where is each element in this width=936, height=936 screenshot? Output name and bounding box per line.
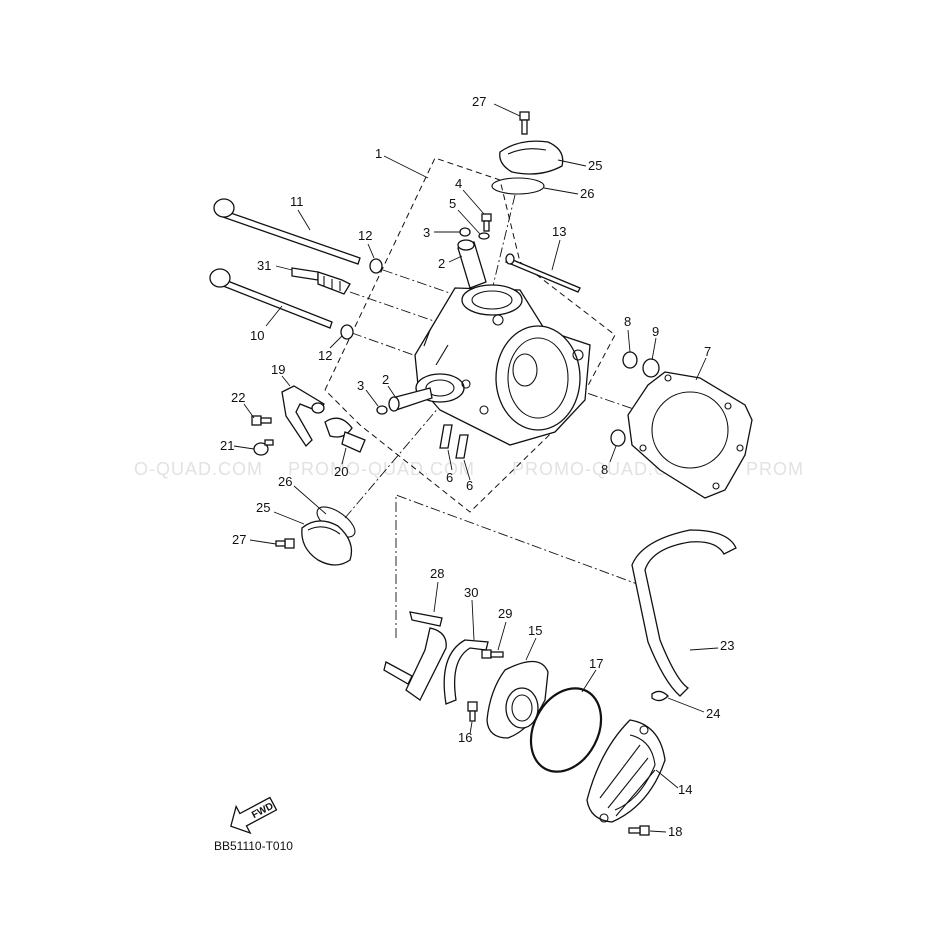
cylinder-head-assy — [414, 284, 591, 446]
callout-label: 27 — [232, 532, 246, 547]
callout-label: 26 — [580, 186, 594, 201]
spark-plug — [291, 267, 351, 295]
callout-label: 25 — [588, 158, 602, 173]
callout-label: 8 — [601, 462, 608, 477]
callout-label: 12 — [358, 228, 372, 243]
callout-label: 7 — [704, 344, 711, 359]
bolt-bracket — [251, 415, 272, 426]
dowel-pin-upper — [622, 351, 638, 369]
pipe-upper — [457, 239, 487, 289]
cap-bolt-lower — [275, 538, 295, 549]
bolt-guide — [481, 649, 504, 659]
pipe-lower — [388, 387, 433, 412]
callout-label: 13 — [552, 224, 566, 239]
callout-label: 6 — [446, 470, 453, 485]
callout-label: 18 — [668, 824, 682, 839]
fwd-label: FWD — [250, 801, 275, 821]
callout-label: 26 — [278, 474, 292, 489]
tappet-cover-top — [499, 140, 564, 175]
callout-label: 6 — [466, 478, 473, 493]
stud-long-lower — [209, 268, 333, 329]
washer-upper — [369, 258, 383, 274]
callout-label: 21 — [220, 438, 234, 453]
callout-label: 16 — [458, 730, 472, 745]
o-ring-top — [491, 177, 545, 195]
watermark-segment: PROM — [746, 459, 804, 479]
leader-lines — [233, 103, 719, 833]
fwd-badge: FWD — [230, 796, 278, 835]
stud-long-upper — [213, 198, 361, 265]
bolt-cover — [467, 701, 478, 722]
callout-label: 15 — [528, 623, 542, 638]
stud-short-left — [439, 424, 453, 449]
bolt-side-cover — [628, 825, 650, 836]
callout-label: 24 — [706, 706, 720, 721]
callout-label: 25 — [256, 500, 270, 515]
document-code: BB51110-T010 — [214, 839, 293, 853]
callout-label: 1 — [375, 146, 382, 161]
cylinder-head-gasket — [627, 371, 753, 499]
plug-lower — [376, 405, 388, 415]
callout-label: 30 — [464, 585, 478, 600]
watermark-segment: PROMO-QUAD.COM — [288, 459, 475, 479]
assembly-boundary — [324, 157, 616, 513]
stud-bolt — [505, 253, 581, 293]
callout-label: 14 — [678, 782, 692, 797]
bolt-small — [481, 213, 492, 232]
callout-label: 27 — [472, 94, 486, 109]
callout-label: 19 — [271, 362, 285, 377]
callout-label: 2 — [438, 256, 445, 271]
o-ring-large — [529, 687, 603, 773]
callout-label: 3 — [357, 378, 364, 393]
callout-labels: 27 25 26 1 4 5 3 2 11 12 31 13 10 12 8 9… — [220, 94, 734, 839]
tappet-cover-lower — [301, 520, 353, 566]
watermark-segment: O-QUAD.COM — [134, 459, 263, 479]
callout-label: 11 — [290, 194, 304, 209]
hose-clip — [651, 690, 669, 702]
callout-label: 8 — [624, 314, 631, 329]
collar — [642, 358, 660, 378]
cap-bolt-top — [519, 111, 530, 135]
callout-label: 3 — [423, 225, 430, 240]
watermark: O-QUAD.COM PROMO-QUAD.COM PROMO-QUAD.COM… — [134, 459, 804, 479]
callout-label: 9 — [652, 324, 659, 339]
callout-label: 29 — [498, 606, 512, 621]
callout-label: 28 — [430, 566, 444, 581]
bracket — [281, 385, 325, 448]
callout-label: 17 — [589, 656, 603, 671]
hose — [631, 529, 737, 697]
callout-label: 22 — [231, 390, 245, 405]
callout-label: 31 — [257, 258, 271, 273]
callout-label: 2 — [382, 372, 389, 387]
callout-label: 5 — [449, 196, 456, 211]
plug-upper — [459, 227, 471, 237]
gasket-small — [324, 417, 366, 453]
guide-stopper — [383, 611, 447, 701]
bolt-flange — [253, 439, 274, 456]
watermark-segment: PROMO-QUAD.COM — [512, 459, 699, 479]
dowel-pin-lower — [610, 429, 626, 447]
callout-label: 20 — [334, 464, 348, 479]
callout-label: 10 — [250, 328, 264, 343]
cover-plate — [486, 660, 549, 739]
stud-short-right — [455, 434, 469, 459]
callout-label: 12 — [318, 348, 332, 363]
washer-small — [478, 232, 490, 240]
callout-label: 4 — [455, 176, 462, 191]
washer-lower — [340, 324, 354, 340]
guide-clip — [443, 639, 489, 705]
side-cover — [586, 719, 666, 823]
callout-label: 23 — [720, 638, 734, 653]
